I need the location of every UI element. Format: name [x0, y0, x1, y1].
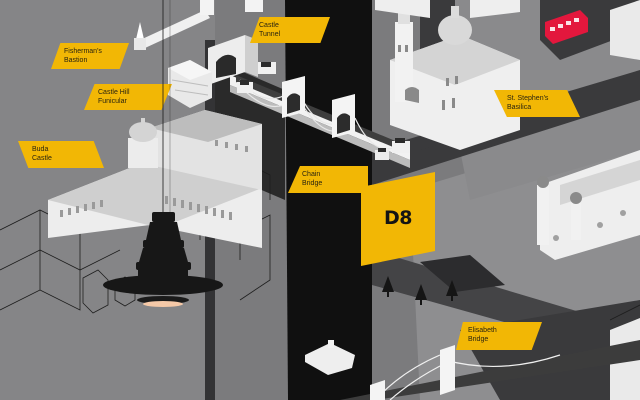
- label-chain-bridge: Chain Bridge: [288, 166, 368, 193]
- label-castle-hill-funicular: Castle Hill Funicular: [84, 84, 172, 110]
- district-sign-d8: D8: [361, 172, 435, 266]
- label-elisabeth-bridge: Elisabeth Bridge: [456, 322, 542, 350]
- label-buda-castle: Buda Castle: [18, 141, 104, 168]
- label-castle-tunnel: Castle Tunnel: [250, 17, 330, 43]
- label-st-stephens-basilica: St. Stephen's Basilica: [494, 90, 580, 117]
- label-fishermans-bastion: Fisherman's Bastion: [51, 43, 129, 69]
